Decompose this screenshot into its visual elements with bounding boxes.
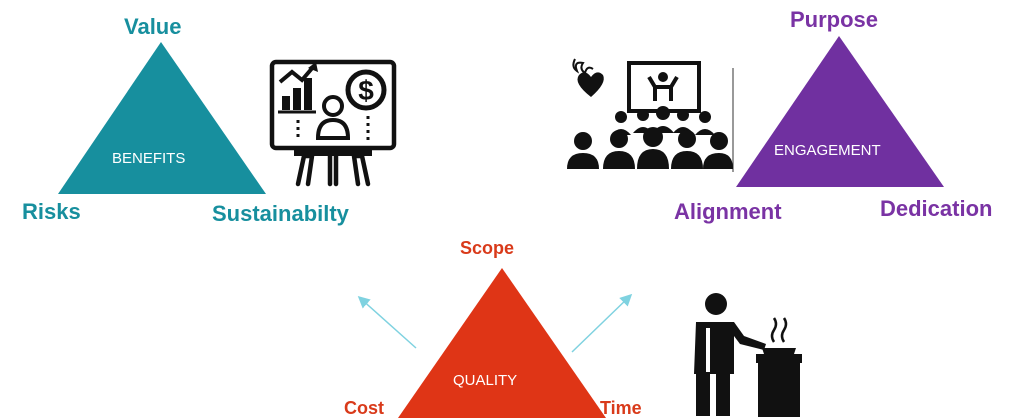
benefits-top-label: Value (124, 14, 182, 39)
quality-left-arrow (357, 296, 417, 349)
engagement-left-label: Alignment (674, 199, 782, 224)
benefits-right-label: Sustainabilty (212, 201, 349, 226)
quality-center-label: QUALITY (453, 372, 518, 389)
engagement-center-label: ENGAGEMENT (774, 142, 881, 159)
quality-right-label: Time (600, 398, 642, 418)
quality-top-label: Scope (460, 238, 515, 258)
presentation-board-chart-dollar-icon: $ (269, 59, 397, 187)
quality-left-label: Cost (344, 398, 384, 418)
benefits-center-label: BENEFITS (112, 150, 186, 167)
svg-text:$: $ (358, 75, 374, 106)
engagement-right-label: Dedication (880, 196, 993, 221)
audience-with-flaming-heart-icon (567, 58, 733, 169)
quality-right-arrow (571, 293, 633, 353)
chef-cooking-icon (694, 293, 802, 417)
benefits-left-label: Risks (22, 199, 81, 224)
engagement-top-label: Purpose (790, 7, 879, 32)
